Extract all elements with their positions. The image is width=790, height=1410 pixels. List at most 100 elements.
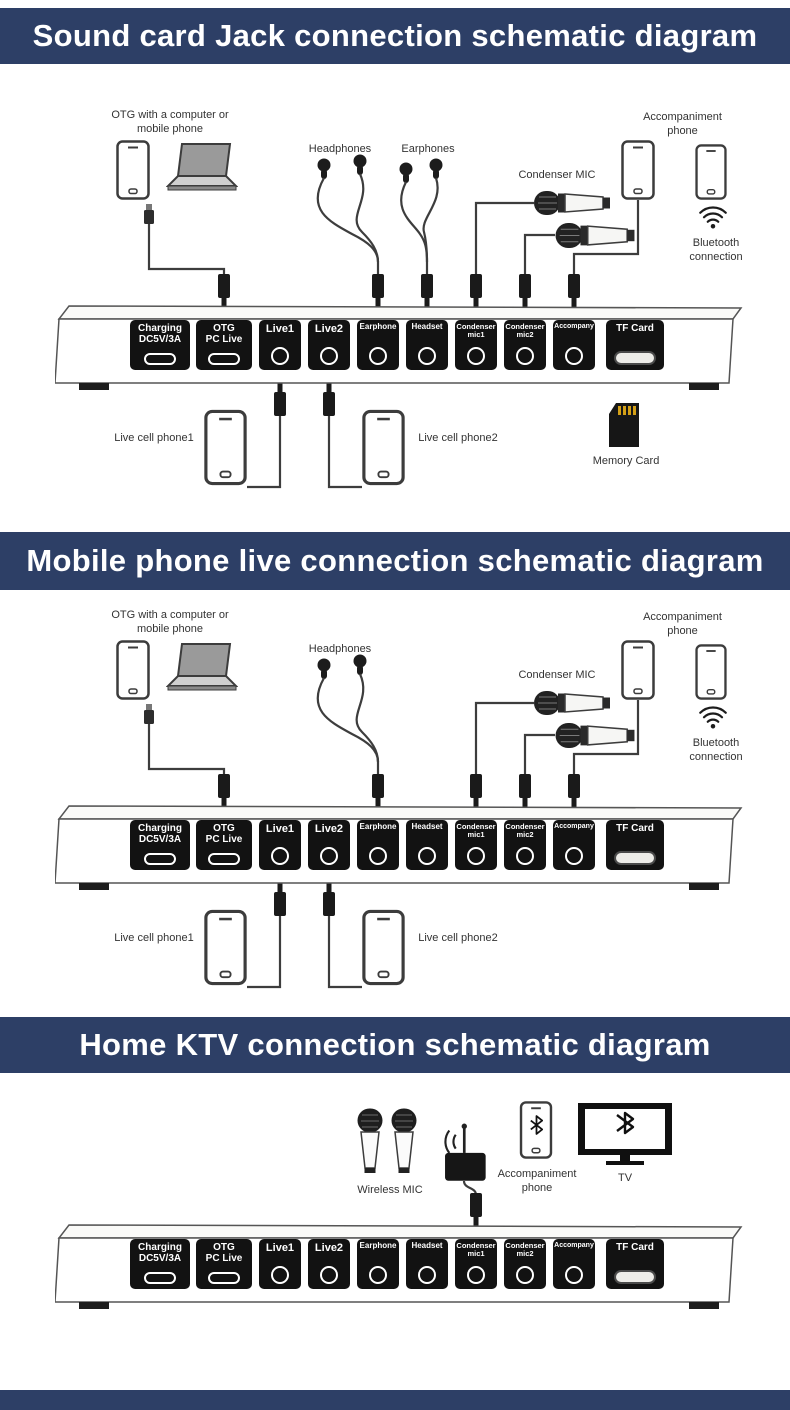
banner-title: Mobile phone live connection schematic d…: [26, 543, 764, 578]
otg-plug-icon: [218, 774, 230, 808]
banner-title: Sound card Jack connection schematic dia…: [32, 18, 758, 53]
port-live1: Live1: [259, 320, 301, 370]
circle-jack-icon: [369, 847, 387, 865]
circle-jack-icon: [418, 847, 436, 865]
circle-jack-icon: [271, 1266, 289, 1284]
accompaniment-phone-icon: [621, 140, 655, 200]
tv-icon: [576, 1101, 674, 1167]
port-label: Live1: [265, 323, 295, 335]
port-label: Live1: [265, 1242, 295, 1254]
laptop-icon: [167, 143, 237, 191]
port-label: Accompany: [554, 323, 594, 330]
bluetooth-connection-label: Bluetooth connection: [689, 737, 743, 763]
bluetooth-signal-icon: [699, 206, 727, 230]
circle-jack-icon: [369, 1266, 387, 1284]
port-label: Accompany: [554, 1242, 594, 1249]
port-live2: Live2: [308, 820, 350, 870]
condenser-mic-label: Condenser MIC: [518, 669, 596, 681]
wireless-mic-label: Wireless MIC: [357, 1184, 423, 1196]
live1-plug-icon: [274, 883, 286, 916]
live-phone1-label: Live cell phone1: [114, 432, 194, 444]
live2-plug-icon: [323, 883, 335, 916]
circle-jack-icon: [418, 347, 436, 365]
port-label: Earphone: [359, 822, 397, 831]
live-phone2-icon: [362, 409, 405, 486]
banner-title: Home KTV connection schematic diagram: [79, 1027, 711, 1062]
port-earphone: Earphone: [357, 320, 399, 370]
earbud-icon: [353, 154, 367, 175]
pill-jack-icon: [208, 853, 240, 865]
wiring-diagram: [356, 1101, 674, 1227]
port-label: Accompany: [554, 823, 594, 830]
headphones-label: Headphones: [308, 643, 372, 655]
accompany-plug-icon: [568, 274, 580, 308]
circle-jack-icon: [516, 347, 534, 365]
accompaniment-phone-label: Accompaniment phone: [643, 111, 722, 137]
port-earphone: Earphone: [357, 820, 399, 870]
otg-label: OTG with a computer or mobile phone: [111, 109, 229, 135]
earbud-icon: [317, 658, 331, 679]
receiver-plug-icon: [470, 1193, 482, 1227]
wireless-receiver-icon: [443, 1123, 488, 1183]
usb-connector-icon: [144, 704, 154, 724]
port-live1: Live1: [259, 1239, 301, 1289]
live-phone2-label: Live cell phone2: [418, 432, 498, 444]
pill-jack-icon: [208, 1272, 240, 1284]
footer-strip: [0, 1390, 790, 1410]
port-accompany: Accompany: [553, 820, 595, 870]
tv-label: TV: [617, 1172, 633, 1184]
port-headset: Headset: [406, 820, 448, 870]
live-phone2-label: Live cell phone2: [418, 932, 498, 944]
condenser-mic-icon: [554, 722, 636, 749]
circle-jack-icon: [565, 847, 583, 865]
circle-jack-icon: [271, 347, 289, 365]
smartphone-icon: [116, 640, 150, 700]
port-earphone: Earphone: [357, 1239, 399, 1289]
condenser-mic-icon: [533, 190, 611, 216]
circle-jack-icon: [467, 847, 485, 865]
earphone-plug-icon: [421, 274, 433, 308]
port-live1: Live1: [259, 820, 301, 870]
mic1-plug-icon: [470, 774, 482, 808]
port-label: Live2: [314, 823, 344, 835]
memory-card-label: Memory Card: [592, 455, 660, 467]
section-home-ktv: Wireless MIC Accompaniment phone TV Char…: [0, 1073, 790, 1390]
live-phone2-icon: [362, 909, 405, 986]
accompaniment-phone-icon: [621, 640, 655, 700]
port-tf-card: TF Card: [606, 820, 664, 870]
live-phone1-icon: [204, 409, 247, 486]
port-accompany: Accompany: [553, 1239, 595, 1289]
mic2-plug-icon: [519, 774, 531, 808]
circle-jack-icon: [467, 1266, 485, 1284]
circle-jack-icon: [467, 347, 485, 365]
port-tf-card: TF Card: [606, 320, 664, 370]
circle-jack-icon: [565, 347, 583, 365]
bluetooth-signal-icon: [699, 706, 727, 730]
port-headset: Headset: [406, 320, 448, 370]
port-label: Headset: [411, 322, 443, 331]
condenser-mic-label: Condenser MIC: [518, 169, 596, 181]
condenser-mic-icon: [533, 690, 611, 716]
laptop-icon: [167, 643, 237, 691]
condenser-mic-icon: [554, 222, 636, 249]
earphones-label: Earphones: [401, 143, 455, 155]
headphone-plug-icon: [372, 274, 384, 308]
banner-sound-card-jack: Sound card Jack connection schematic dia…: [0, 8, 790, 64]
accompaniment-phone-label: Accompaniment phone: [643, 611, 722, 637]
port-label: TF Card: [616, 823, 654, 834]
wireless-mic-icon: [356, 1107, 384, 1174]
port-label: Live2: [314, 323, 344, 335]
otg-plug-icon: [218, 274, 230, 308]
